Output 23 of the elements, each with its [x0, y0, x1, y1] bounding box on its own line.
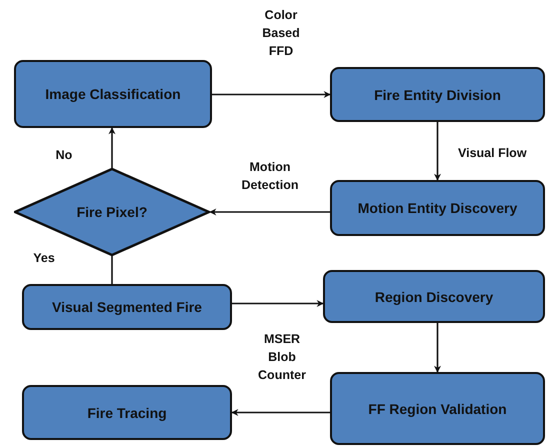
- process-box: [22, 284, 232, 330]
- node-label: Fire Tracing: [87, 404, 167, 420]
- arrow: [434, 122, 441, 181]
- process-box: [22, 385, 232, 440]
- connector-line: [111, 256, 113, 284]
- process-box: [14, 60, 212, 128]
- node-label: Fire Entity Division: [374, 86, 501, 102]
- arrow: [232, 300, 324, 307]
- arrow: [434, 323, 441, 373]
- arrow: [212, 91, 331, 98]
- arrow: [108, 127, 116, 168]
- process-box: [323, 270, 545, 323]
- node-label: FF Region Validation: [368, 400, 507, 416]
- process-box: [330, 67, 545, 122]
- process-box: [330, 372, 545, 445]
- node-label: Fire Pixel?: [76, 204, 148, 220]
- arrow: [231, 409, 330, 416]
- process-box: [330, 180, 545, 236]
- node-label: Visual Segmented Fire: [52, 299, 202, 315]
- node-label: Image Classification: [45, 86, 181, 102]
- node-label: Motion Entity Discovery: [358, 200, 518, 216]
- arrow: [209, 208, 330, 216]
- node-label: Region Discovery: [374, 288, 494, 304]
